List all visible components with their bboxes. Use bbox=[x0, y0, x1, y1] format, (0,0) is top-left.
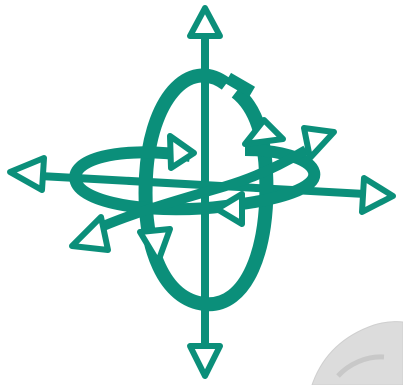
arrowhead-diagonal-right-icon bbox=[304, 128, 334, 158]
arrowhead-ring-right-icon bbox=[170, 136, 194, 168]
device-corner-icon bbox=[312, 322, 403, 385]
arrowhead-diagonal-left-icon bbox=[72, 217, 108, 250]
arrowhead-left-icon bbox=[10, 158, 44, 190]
arrowhead-up-icon bbox=[190, 8, 220, 36]
corner-object bbox=[312, 322, 403, 385]
arrowhead-center-icon bbox=[217, 194, 242, 224]
arrowhead-right-icon bbox=[362, 178, 393, 212]
arrowhead-down-icon bbox=[190, 346, 220, 376]
vertical-ring-gap bbox=[228, 78, 252, 92]
